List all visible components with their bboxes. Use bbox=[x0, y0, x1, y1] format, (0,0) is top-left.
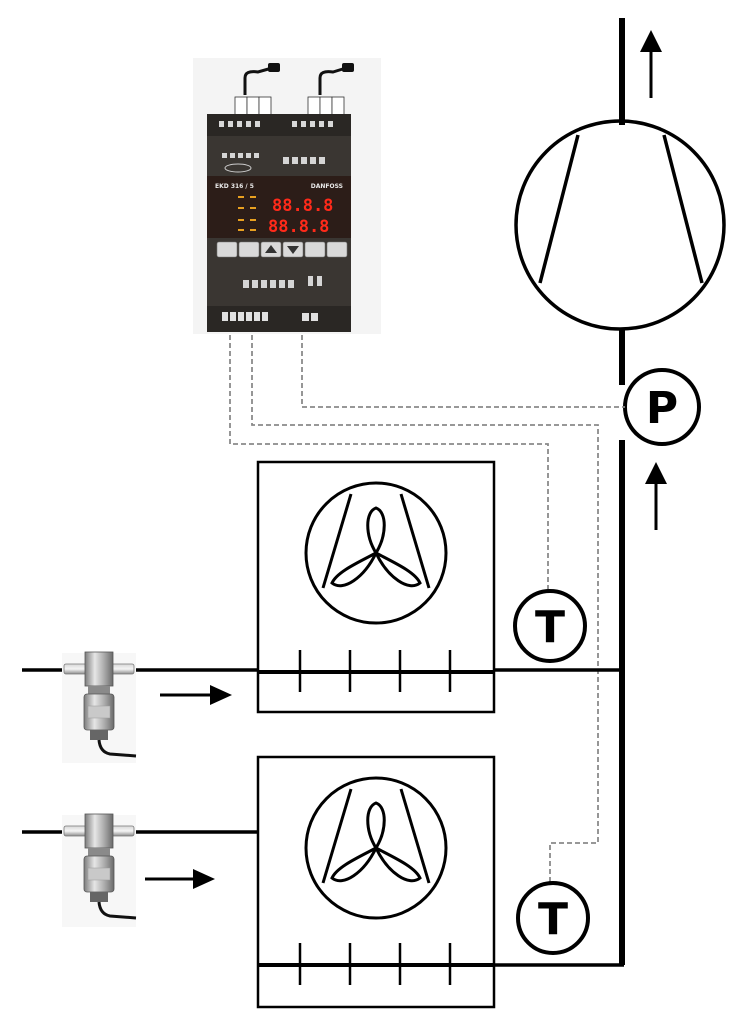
compressor-symbol bbox=[514, 119, 726, 331]
controller-unit: EKD 316 / 5 DANFOSS 88.8.8 88.8.8 bbox=[193, 58, 381, 334]
temperature-sensor-label: T bbox=[535, 602, 565, 653]
pressure-sensor: P bbox=[623, 368, 701, 446]
expansion-valve-lower bbox=[62, 813, 137, 927]
evaporator-lower bbox=[256, 755, 496, 1009]
pressure-sensor-label: P bbox=[646, 383, 678, 434]
display-top-reading: 88.8.8 bbox=[272, 196, 333, 216]
evaporator-upper bbox=[256, 460, 496, 714]
controller-button bbox=[326, 241, 348, 258]
flow-arrow-upper bbox=[160, 685, 232, 705]
temperature-sensor-lower: T bbox=[516, 881, 590, 955]
fan-icon bbox=[304, 481, 448, 625]
discharge-arrow bbox=[640, 30, 662, 98]
temperature-sensor-label: T bbox=[538, 894, 568, 945]
controller-brand-left: EKD 316 / 5 bbox=[215, 183, 254, 190]
controller-button bbox=[216, 241, 238, 258]
controller-button bbox=[304, 241, 326, 258]
suction-arrow bbox=[645, 462, 667, 530]
display-bottom-reading: 88.8.8 bbox=[268, 217, 329, 237]
flow-arrow-lower bbox=[145, 869, 215, 889]
expansion-valve-upper bbox=[62, 651, 137, 763]
controller-button bbox=[238, 241, 260, 258]
signal-wires bbox=[229, 335, 625, 882]
fan-icon bbox=[304, 776, 448, 920]
controller-brand-right: DANFOSS bbox=[311, 183, 343, 190]
temperature-sensor-upper: T bbox=[513, 589, 587, 663]
